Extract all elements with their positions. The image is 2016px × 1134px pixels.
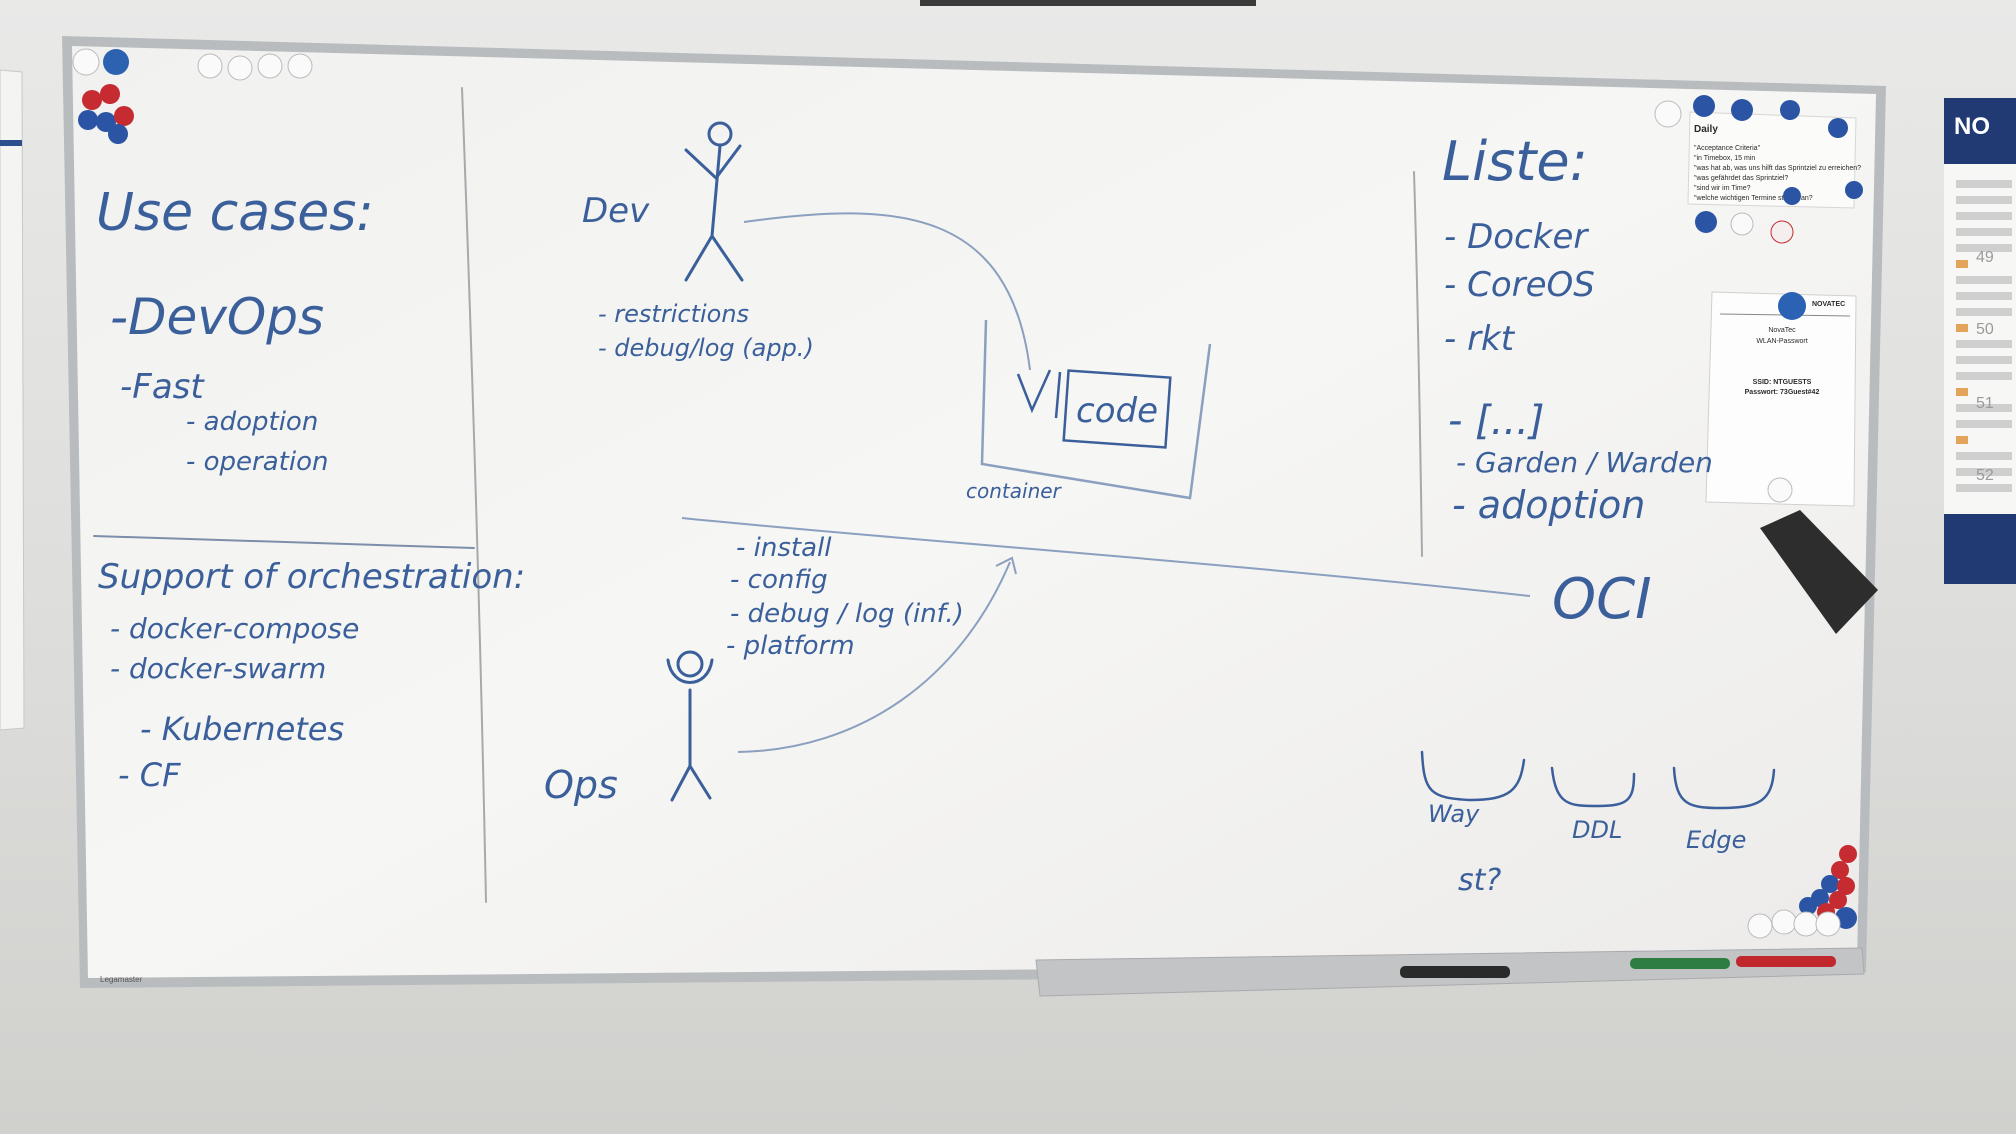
container-label: container [966, 479, 1063, 503]
liste-item: - CoreOS [1444, 265, 1595, 305]
liste-title: Liste: [1442, 130, 1588, 193]
daily-note-line: "sind wir im Time? [1694, 185, 1751, 192]
divider-right [1413, 171, 1423, 557]
oci-arrow [681, 517, 1531, 597]
use-cases-title: Use cases: [96, 183, 374, 243]
divider-left-horizontal [93, 535, 475, 549]
wlan-note-brand: NOVATEC [1812, 301, 1845, 308]
wall-paper-left [0, 69, 25, 731]
marker-black[interactable] [1400, 966, 1510, 978]
board-brand-label: Legamaster [100, 975, 143, 984]
question-label: st? [1458, 863, 1501, 898]
orchestration-item: - docker-compose [110, 612, 359, 645]
marker-red[interactable] [1736, 956, 1836, 967]
dev-arrow [743, 212, 1031, 371]
daily-note-line: "Acceptance Criteria" [1694, 145, 1761, 152]
marker-green[interactable] [1630, 958, 1730, 969]
daily-note-line: "in Timebox, 15 min [1694, 155, 1755, 162]
wlan-note-heading: WLAN-Passwort [1756, 338, 1807, 345]
whiteboard-surface [72, 46, 1876, 978]
calendar-week: 49 [1976, 249, 1994, 266]
divider-left [461, 87, 487, 903]
eraser[interactable] [1760, 510, 1878, 634]
daily-note: Daily "Acceptance Criteria" "in Timebox,… [1654, 95, 1863, 244]
wlan-note: NOVATEC NovaTec WLAN-Passwort SSID: NTGU… [1705, 291, 1857, 507]
liste-item: - Garden / Warden [1456, 446, 1713, 479]
ops-arrow [737, 556, 1017, 753]
daily-note-title: Daily [1694, 124, 1718, 135]
left-column: Use cases: -DevOps -Fast - adoption - op… [96, 183, 525, 794]
orchestration-title: Support of orchestration: [98, 557, 525, 597]
dev-stick-figure [684, 121, 744, 282]
ops-label: Ops [544, 763, 618, 807]
liste-item: - adoption [1452, 483, 1645, 527]
dev-label: Dev [582, 191, 650, 231]
calendar-brand: NO [1954, 113, 1990, 140]
ops-item: - install [736, 533, 832, 563]
magnet-cluster-bottom-right [1747, 845, 1857, 939]
wlan-note-company: NovaTec [1768, 327, 1796, 334]
fast-subitem: - operation [186, 447, 328, 477]
ceiling-object [920, 0, 1256, 6]
devops-item: -DevOps [110, 288, 324, 346]
daily-note-line: "was hat ab, was uns hilft das Sprintzie… [1694, 165, 1861, 172]
container-box [980, 319, 1212, 500]
wlan-note-password: Passwort: 73Guest#42 [1745, 389, 1820, 396]
ops-item: - config [730, 565, 828, 595]
dev-item: - restrictions [598, 300, 749, 328]
bucket-group [1420, 750, 1776, 810]
code-label: code [1076, 391, 1158, 431]
bucket-label: DDL [1572, 816, 1622, 844]
liste-item: - rkt [1444, 319, 1516, 359]
dev-item: - debug/log (app.) [598, 334, 814, 362]
wall-calendar: NO 49 50 51 52 [1944, 98, 2016, 584]
ops-item: - debug / log (inf.) [730, 599, 964, 629]
ops-item: - platform [726, 631, 855, 661]
bucket-label: Way [1428, 800, 1480, 828]
wlan-note-ssid: SSID: NTGUESTS [1753, 379, 1812, 386]
orchestration-item: - Kubernetes [140, 710, 344, 748]
calendar-week: 52 [1976, 467, 1994, 484]
fast-subitem: - adoption [186, 407, 318, 437]
calendar-week: 51 [1976, 395, 1994, 412]
daily-note-line: "was gefährdet das Sprintziel? [1694, 175, 1788, 182]
calendar-week: 50 [1976, 321, 1994, 338]
orchestration-item: - docker-swarm [110, 652, 326, 685]
fast-item: -Fast [120, 367, 205, 407]
magnet-cluster-top-left [72, 48, 313, 144]
orchestration-item: - CF [118, 756, 181, 794]
oci-label: OCI [1552, 567, 1652, 632]
right-column: Liste: - Docker - CoreOS - rkt - [...] -… [1420, 130, 1776, 898]
liste-item: - Docker [1444, 217, 1589, 257]
ops-stick-figure [666, 650, 714, 802]
code-box [1062, 369, 1172, 449]
daily-note-line: "welche wichtigen Termine stehen an? [1694, 195, 1813, 202]
bucket-label: Edge [1686, 826, 1746, 854]
container-mark [1016, 369, 1062, 419]
middle-column: Dev - restrictions - debug/log (app.) co… [544, 121, 1531, 807]
liste-item: - [...] [1448, 398, 1545, 444]
